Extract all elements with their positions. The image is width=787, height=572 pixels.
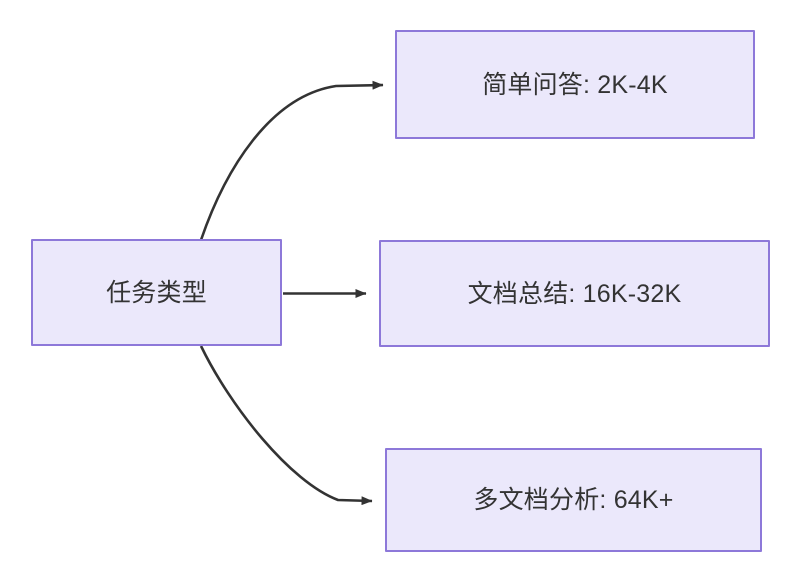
node-multi-doc-analysis[interactable]: 多文档分析: 64K+ [385,448,762,552]
node-simple-qa[interactable]: 简单问答: 2K-4K [395,30,755,139]
edge-task-type-to-simple-qa [199,80,384,241]
node-simple-qa-label: 简单问答: 2K-4K [482,70,668,99]
node-doc-summary[interactable]: 文档总结: 16K-32K [379,240,770,347]
edge-task-type-to-multi-doc-analysis [199,345,373,506]
node-multi-doc-analysis-label: 多文档分析: 64K+ [473,486,674,514]
node-task-type[interactable]: 任务类型 [31,239,282,346]
node-task-type-label: 任务类型 [106,278,207,307]
node-doc-summary-label: 文档总结: 16K-32K [467,279,682,308]
